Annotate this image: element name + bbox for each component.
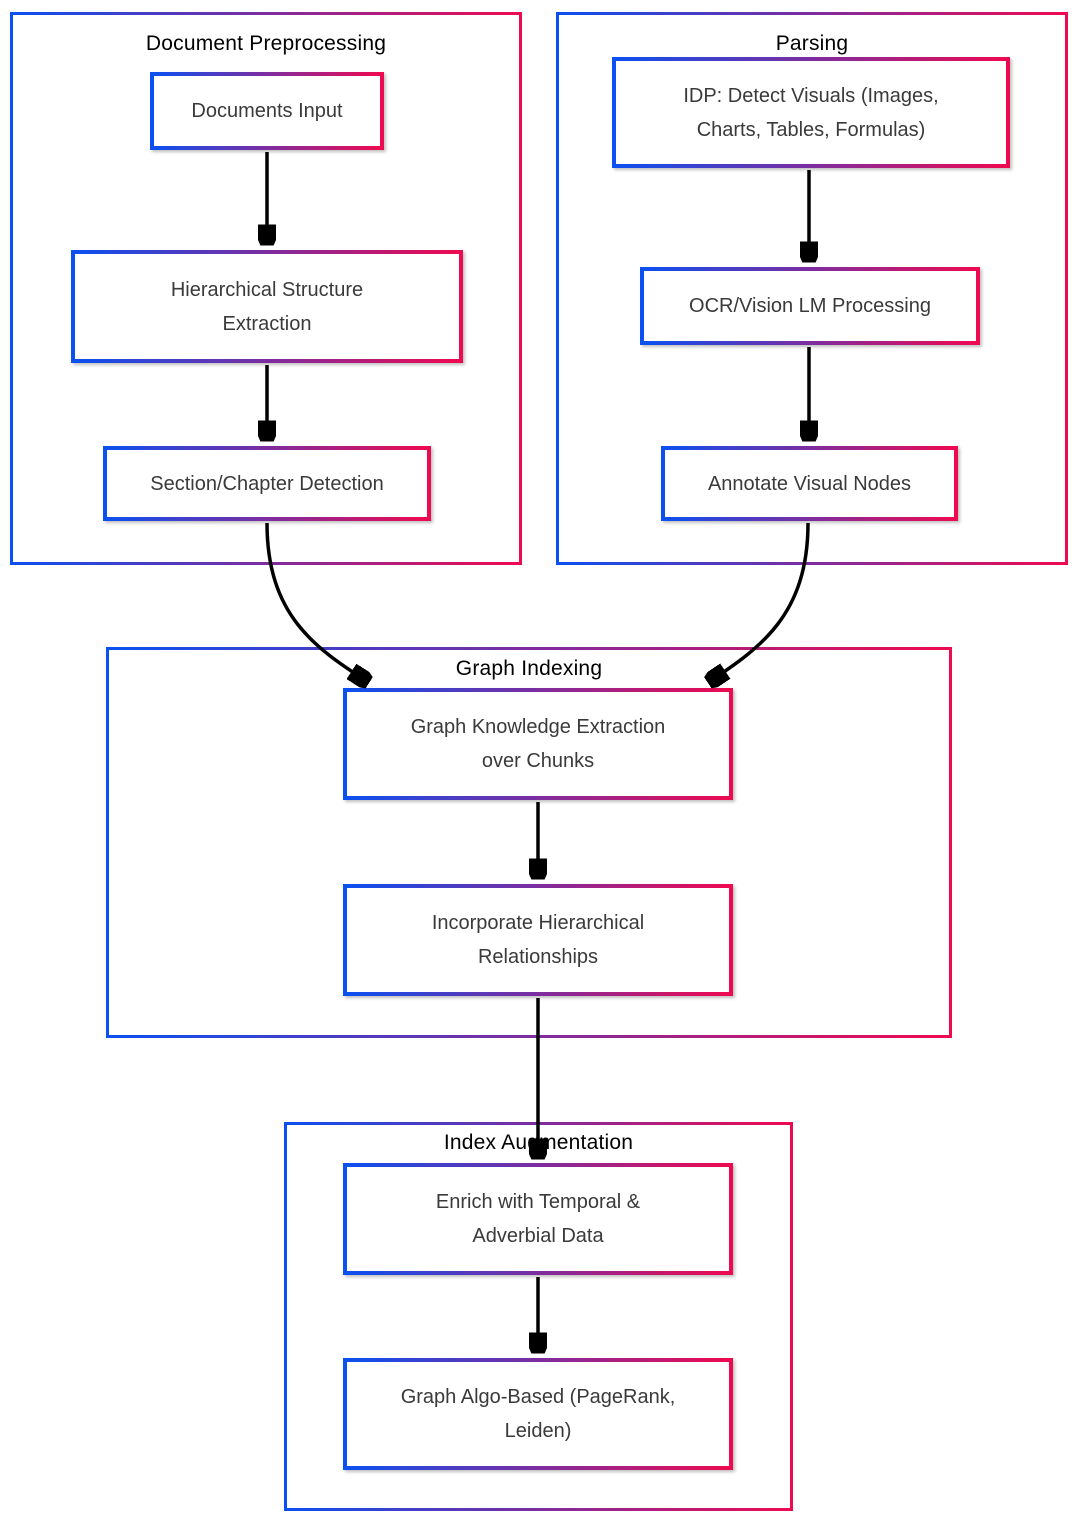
node-label: Hierarchical Structure Extraction (170, 278, 364, 335)
node-label: Documents Input (191, 100, 343, 122)
node-label: IDP: Detect Visuals (Images, Charts, Tab… (683, 84, 939, 141)
node-annotate-visual-nodes: Annotate Visual Nodes (661, 446, 958, 521)
node-label: Graph Knowledge Extraction over Chunks (410, 716, 666, 772)
container-title-parsing: Parsing (775, 32, 849, 55)
node-enrich-temporal-adverbial: Enrich with Temporal & Adverbial Data (343, 1163, 733, 1275)
node-graph-algo-based: Graph Algo-Based (PageRank, Leiden) (343, 1358, 733, 1470)
node-ocr-vision-lm-processing: OCR/Vision LM Processing (640, 267, 980, 345)
node-section-chapter-detection: Section/Chapter Detection (103, 446, 431, 521)
node-idp-detect-visuals: IDP: Detect Visuals (Images, Charts, Tab… (612, 57, 1010, 168)
node-label: OCR/Vision LM Processing (689, 295, 931, 317)
node-graph-knowledge-extraction: Graph Knowledge Extraction over Chunks (343, 688, 733, 800)
node-label: Graph Algo-Based (PageRank, Leiden) (400, 1386, 676, 1442)
container-title-index-augmentation: Index Augmentation (443, 1131, 634, 1154)
node-hierarchical-structure-extraction: Hierarchical Structure Extraction (71, 250, 463, 363)
node-label: Incorporate Hierarchical Relationships (431, 912, 645, 968)
container-title-document-preprocessing: Document Preprocessing (145, 32, 387, 55)
node-incorporate-hierarchical-relationships: Incorporate Hierarchical Relationships (343, 884, 733, 996)
node-label: Enrich with Temporal & Adverbial Data (435, 1191, 641, 1247)
node-label: Section/Chapter Detection (150, 472, 384, 495)
node-documents-input: Documents Input (150, 72, 384, 150)
container-title-graph-indexing: Graph Indexing (455, 657, 603, 680)
node-label: Annotate Visual Nodes (707, 472, 912, 495)
